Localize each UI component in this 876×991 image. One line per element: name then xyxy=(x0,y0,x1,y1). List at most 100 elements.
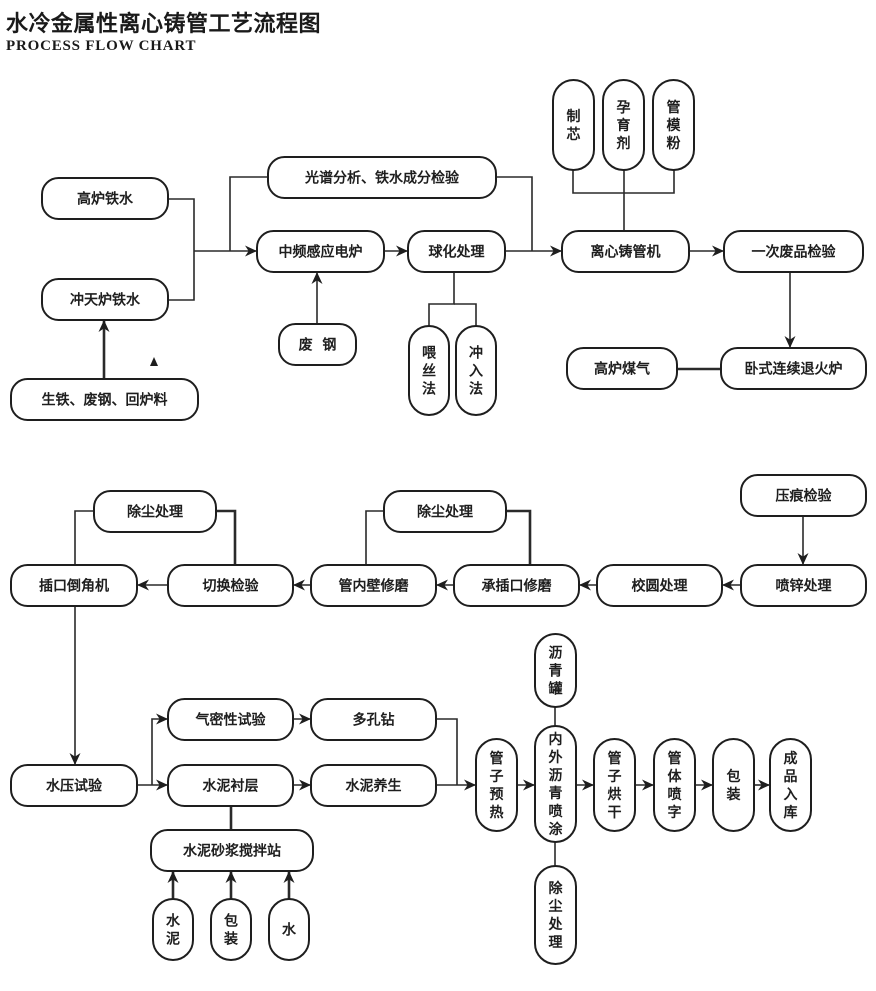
node-label: 水泥衬层 xyxy=(203,778,259,795)
node-label: 水泥砂浆搅拌站 xyxy=(183,843,281,860)
node-cupola-iron: 冲天炉铁水 xyxy=(41,278,169,321)
node-box xyxy=(407,230,506,273)
node-box xyxy=(593,738,636,832)
arrow-head-icon xyxy=(712,245,724,257)
node-raw-materials: 生铁、废钢、回炉料 xyxy=(10,378,199,421)
arrow-head-icon xyxy=(311,272,323,284)
page-subtitle: PROCESS FLOW CHART xyxy=(6,38,197,54)
node-label-char: 青 xyxy=(549,785,563,802)
node-box xyxy=(596,564,723,607)
node-label-char: 干 xyxy=(608,805,622,821)
node-dust-removal-2: 除尘处理 xyxy=(383,490,507,533)
node-box xyxy=(566,347,678,390)
node-box xyxy=(167,564,294,607)
arrow-head-icon xyxy=(523,779,535,791)
node-box xyxy=(408,325,450,416)
node-inner-wall-grinding: 管内壁修磨 xyxy=(310,564,437,607)
node-cement-lining: 水泥衬层 xyxy=(167,764,294,807)
node-box xyxy=(167,764,294,807)
node-spheroidizing: 球化处理 xyxy=(407,230,506,273)
arrow-head-icon xyxy=(797,553,809,565)
node-label-char: 水 xyxy=(282,922,297,939)
node-box xyxy=(256,230,385,273)
arrow-head-icon xyxy=(550,245,562,257)
node-box xyxy=(455,325,497,416)
node-label-char: 体 xyxy=(668,768,683,785)
node-mortar-station: 水泥砂浆搅拌站 xyxy=(150,829,314,872)
node-label-char: 粉 xyxy=(667,135,681,152)
node-label: 生铁、废钢、回炉料 xyxy=(42,392,168,409)
node-spectral-analysis: 光谱分析、铁水成分检验 xyxy=(267,156,497,199)
node-label-char: 育 xyxy=(617,117,631,134)
node-label-char: 外 xyxy=(549,749,563,766)
node-core-making: 制芯 xyxy=(552,79,595,171)
node-label-char: 装 xyxy=(223,931,239,948)
node-label: 高炉铁水 xyxy=(77,191,134,208)
node-box xyxy=(740,564,867,607)
node-label-char: 烘 xyxy=(608,786,622,803)
node-box xyxy=(534,633,577,708)
node-label-char: 喷 xyxy=(549,803,563,820)
node-label-char: 剂 xyxy=(617,135,631,152)
node-label-char: 芯 xyxy=(567,126,581,143)
dust1-left xyxy=(74,510,94,565)
dust2-right xyxy=(506,509,532,565)
node-box xyxy=(152,898,194,961)
arrow-head-icon xyxy=(579,579,591,591)
spheroid-to-pour xyxy=(454,303,477,326)
node-label-char: 包 xyxy=(727,768,741,785)
arrow-head-icon xyxy=(722,579,734,591)
node-box xyxy=(653,738,696,832)
arrow-head-icon xyxy=(299,779,311,791)
to-spectral-analysis xyxy=(229,176,268,251)
node-annealing-furnace: 卧式连续退火炉 xyxy=(720,347,867,390)
node-label: 切换检验 xyxy=(203,578,260,595)
node-box xyxy=(41,177,169,220)
node-box xyxy=(268,898,310,961)
node-box xyxy=(652,79,695,171)
node-box xyxy=(278,323,357,366)
node-label-char: 涂 xyxy=(549,821,564,838)
node-zinc-spraying: 喷锌处理 xyxy=(740,564,867,607)
node-socket-spigot-grinding: 承插口修磨 xyxy=(453,564,580,607)
arrow-head-icon xyxy=(299,713,311,725)
node-label-char: 模 xyxy=(667,117,682,134)
dust2-left xyxy=(365,510,384,565)
node-label-char: 除 xyxy=(549,880,564,897)
merge-iron-sources xyxy=(168,198,195,301)
node-label-char: 法 xyxy=(422,381,436,398)
node-box xyxy=(552,79,595,171)
node-label: 校圆处理 xyxy=(632,578,688,595)
node-blast-furnace-iron: 高炉铁水 xyxy=(41,177,169,220)
arrow-head-icon xyxy=(283,871,295,883)
arrow-head-icon xyxy=(167,871,179,883)
node-label-char: 制 xyxy=(567,108,581,125)
node-label-char: 泥 xyxy=(166,931,180,948)
node-box xyxy=(534,725,577,843)
node-box xyxy=(720,347,867,390)
node-box xyxy=(10,764,138,807)
node-label-char: 喷 xyxy=(668,786,682,803)
node-label-char: 喂 xyxy=(422,346,437,362)
node-dust-removal-3: 除尘处理 xyxy=(534,865,577,965)
drill-merge xyxy=(436,718,458,785)
node-box xyxy=(534,865,577,965)
node-hydraulic-test: 水压试验 xyxy=(10,764,138,807)
node-box xyxy=(602,79,645,171)
node-cement: 水泥 xyxy=(152,898,194,961)
node-label-char: 冲 xyxy=(469,345,483,362)
node-label: 喷锌处理 xyxy=(776,578,832,595)
node-box xyxy=(310,698,437,741)
node-box xyxy=(10,378,199,421)
node-label-char: 沥 xyxy=(549,646,563,662)
node-label-char: 预 xyxy=(490,787,504,803)
node-box xyxy=(453,564,580,607)
node-label-char: 管 xyxy=(668,750,682,767)
node-switch-inspection: 切换检验 xyxy=(167,564,294,607)
node-rounding: 校圆处理 xyxy=(596,564,723,607)
node-dust-removal-1: 除尘处理 xyxy=(93,490,217,533)
node-box xyxy=(167,698,294,741)
node-label-char: 入 xyxy=(469,364,483,380)
